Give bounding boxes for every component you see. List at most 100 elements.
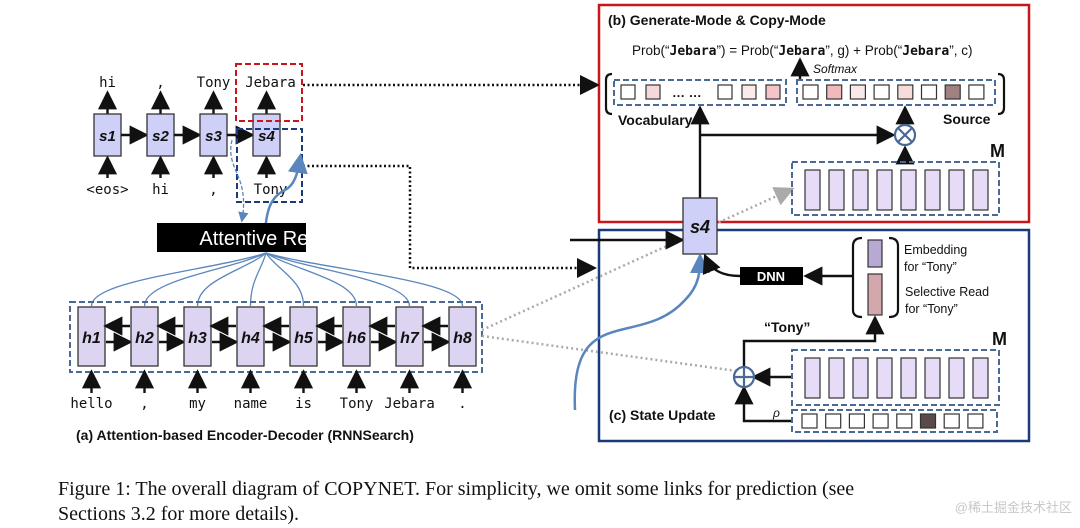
decoder-state-1 bbox=[93, 113, 122, 157]
memory-cell bbox=[900, 169, 917, 211]
figure-caption-line2: Sections 3.2 for more details). bbox=[58, 503, 299, 525]
memory-cells-b bbox=[804, 169, 989, 211]
selective-label-1: Selective Read bbox=[905, 285, 989, 299]
rho-cell bbox=[825, 413, 842, 429]
attention-line bbox=[196, 252, 267, 307]
memory-cell bbox=[852, 357, 869, 399]
encoder-input: is bbox=[295, 396, 312, 412]
state-label: h4 bbox=[241, 330, 260, 347]
vocabulary-label: Vocabulary bbox=[618, 112, 693, 128]
attentive-read-label: Attentive Read bbox=[199, 228, 330, 250]
encoder-state-3 bbox=[183, 306, 212, 367]
decoder-output: , bbox=[156, 75, 164, 91]
encoder-input: , bbox=[140, 396, 148, 412]
watermark: @稀土掘金技术社区 bbox=[955, 500, 1072, 515]
vocabulary-cell bbox=[765, 84, 781, 100]
encoder-state-6 bbox=[342, 306, 371, 367]
encoder-input: my bbox=[189, 396, 206, 412]
rho-cell bbox=[896, 413, 913, 429]
panel-b-border bbox=[597, 3, 1031, 224]
memory-cell bbox=[972, 357, 989, 399]
vocabulary-box bbox=[613, 79, 787, 106]
state-s4-main-label: s4 bbox=[690, 217, 710, 237]
rho-label: ρ bbox=[772, 406, 780, 420]
source-cell bbox=[897, 84, 914, 100]
output-highlight-box bbox=[235, 63, 303, 122]
panel-c-title: (c) State Update bbox=[609, 407, 716, 423]
vocabulary-ellipsis: … … bbox=[672, 85, 702, 100]
decoder-state-2 bbox=[146, 113, 175, 157]
selective-read-vector bbox=[867, 273, 883, 316]
attention-line bbox=[90, 252, 267, 307]
figure-caption-line1: Figure 1: The overall diagram of COPYNET… bbox=[58, 478, 854, 500]
memory-label-b: M bbox=[990, 141, 1005, 161]
source-cell bbox=[968, 84, 985, 100]
selective-label-2: for “Tony” bbox=[905, 302, 958, 316]
state-label: s3 bbox=[205, 128, 222, 145]
attention-to-s4-arrow bbox=[264, 153, 308, 253]
memory-cell bbox=[924, 357, 941, 399]
decoder-output: Jebara bbox=[245, 75, 296, 91]
decoder-input: Tony bbox=[254, 182, 288, 198]
source-label: Source bbox=[943, 111, 991, 127]
decoder-output: hi bbox=[99, 75, 116, 91]
encoder-state-8 bbox=[448, 306, 477, 367]
rho-cell bbox=[801, 413, 818, 429]
attention-line bbox=[265, 252, 411, 307]
encoder-state-4 bbox=[236, 306, 265, 367]
rho-cell bbox=[967, 413, 984, 429]
memory-cell bbox=[924, 169, 941, 211]
encoder-state-1 bbox=[77, 306, 106, 367]
encoder-input: name bbox=[234, 396, 268, 412]
encoder-input: Tony bbox=[340, 396, 374, 412]
attention-line bbox=[265, 252, 464, 307]
embedding-label-2: for “Tony” bbox=[904, 260, 957, 274]
state-label: h7 bbox=[400, 330, 420, 347]
attention-line bbox=[249, 252, 267, 307]
state-label: s2 bbox=[152, 128, 169, 145]
embedding-vector bbox=[867, 239, 883, 268]
memory-cell bbox=[972, 169, 989, 211]
rho-cell bbox=[919, 413, 937, 429]
attention-dashed-arrow bbox=[230, 139, 249, 223]
encoder-to-memory-b bbox=[481, 187, 795, 332]
encoder-to-memory-c bbox=[481, 334, 745, 374]
memory-box-b bbox=[791, 161, 1000, 216]
encoder: h1helloh2,h3myh4nameh5ish6Tonyh7Jebarah8… bbox=[70, 306, 477, 412]
source-cells bbox=[802, 84, 985, 100]
state-label: h2 bbox=[135, 330, 154, 347]
rho-cells bbox=[801, 413, 984, 429]
sum-icon bbox=[732, 365, 756, 389]
encoder-input: . bbox=[458, 396, 466, 412]
decoder-input: hi bbox=[152, 182, 169, 198]
memory-cell bbox=[948, 169, 965, 211]
vocabulary-cell bbox=[741, 84, 757, 100]
tony-label: “Tony” bbox=[764, 319, 810, 335]
state-label: s4 bbox=[258, 128, 275, 145]
memory-label-c: M bbox=[992, 329, 1007, 349]
state-label: h1 bbox=[82, 330, 101, 347]
encoder-input: hello bbox=[70, 396, 112, 412]
attention-line bbox=[265, 252, 358, 307]
memory-cell bbox=[900, 357, 917, 399]
rho-cell bbox=[848, 413, 866, 429]
encoder-input: Jebara bbox=[384, 396, 435, 412]
concat-left-bracket bbox=[851, 236, 863, 319]
source-box bbox=[796, 79, 996, 106]
decoder-input: , bbox=[209, 182, 217, 198]
vocabulary-cell bbox=[620, 84, 636, 100]
probability-formula: Prob(“Jebara”) = Prob(“Jebara”, g) + Pro… bbox=[632, 43, 972, 59]
vocabulary-cells bbox=[620, 84, 781, 100]
state-label: h6 bbox=[347, 330, 366, 347]
memory-cell bbox=[852, 169, 869, 211]
right-bracket bbox=[997, 72, 1006, 116]
attentive-read-to-s4-curve bbox=[573, 253, 710, 411]
state-label: h8 bbox=[453, 330, 472, 347]
panel-c-border bbox=[597, 228, 1031, 443]
state-label: h3 bbox=[188, 330, 207, 347]
source-cell bbox=[873, 84, 890, 100]
softmax-label: Softmax bbox=[813, 62, 858, 76]
memory-cell bbox=[828, 169, 845, 211]
concat-right-bracket bbox=[888, 236, 900, 319]
